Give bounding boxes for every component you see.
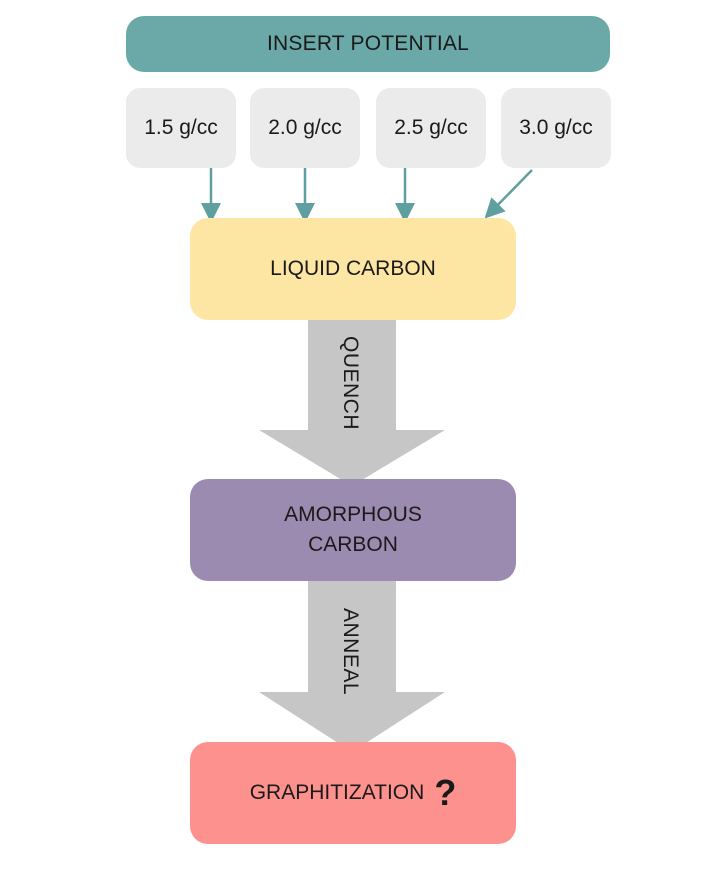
liquid-carbon-label: LIQUID CARBON (270, 256, 436, 280)
connector-arrow-4 (484, 169, 533, 219)
liquid-carbon-box: LIQUID CARBON (190, 218, 516, 320)
density-box-1: 1.5 g/cc (126, 88, 236, 168)
density-label: 3.0 g/cc (519, 116, 593, 139)
insert-potential-label: INSERT POTENTIAL (267, 32, 469, 55)
quench-label: QUENCH (339, 336, 362, 431)
density-box-4: 3.0 g/cc (501, 88, 611, 168)
density-label: 2.0 g/cc (268, 116, 342, 139)
density-label: 1.5 g/cc (144, 116, 218, 139)
question-mark: ? (434, 772, 457, 813)
anneal-label: ANNEAL (339, 608, 362, 696)
insert-potential-box: INSERT POTENTIAL (126, 16, 610, 72)
amorphous-carbon-box: AMORPHOUS CARBON (190, 479, 516, 581)
graphitization-label: GRAPHITIZATION (249, 780, 425, 804)
anneal-arrow (259, 581, 445, 752)
density-label: 2.5 g/cc (394, 116, 468, 139)
amorphous-carbon-label: AMORPHOUS CARBON (284, 502, 422, 556)
density-box-2: 2.0 g/cc (250, 88, 360, 168)
graphitization-box: GRAPHITIZATION ? (190, 742, 516, 844)
density-box-3: 2.5 g/cc (376, 88, 486, 168)
quench-arrow (259, 320, 445, 486)
